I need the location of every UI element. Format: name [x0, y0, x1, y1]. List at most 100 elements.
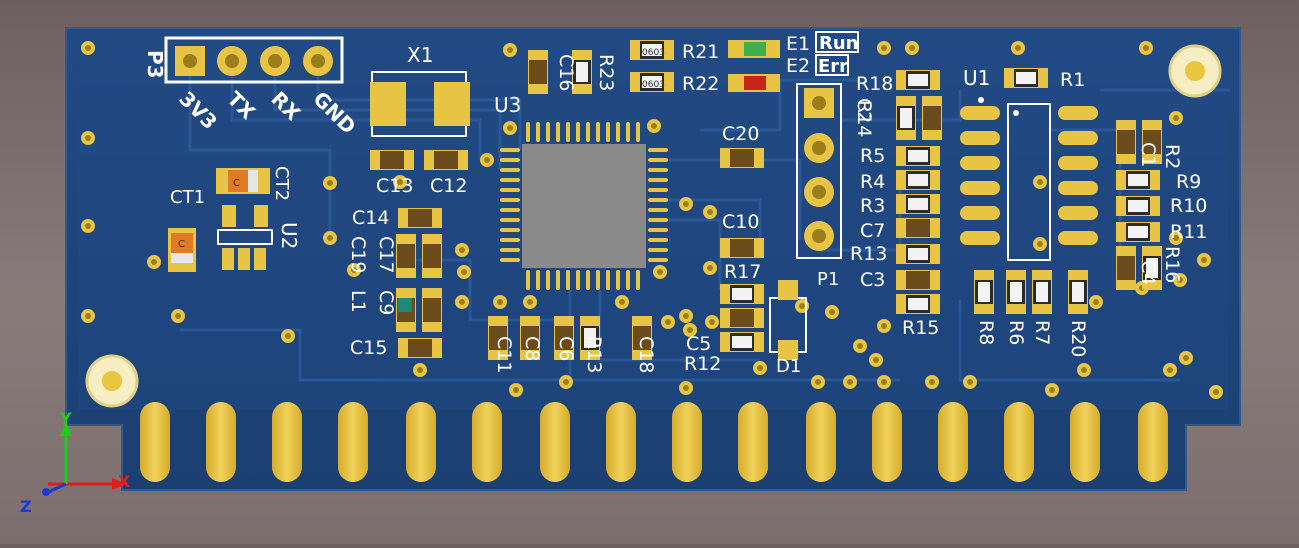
refdes-label: C1: [1137, 142, 1159, 167]
refdes-label: R2: [1161, 144, 1183, 169]
refdes-label: R3: [860, 195, 885, 217]
capacitor: [720, 148, 764, 168]
capacitor: [422, 288, 442, 332]
edge-finger: [606, 402, 636, 482]
edge-finger: [1004, 402, 1034, 482]
capacitor: [1116, 120, 1136, 164]
capacitor: [370, 150, 414, 170]
capacitor: [488, 316, 508, 360]
refdes-label: R12: [684, 353, 721, 375]
header-p1: [796, 83, 842, 259]
package-mark: C: [233, 178, 240, 189]
package-mark: 0603: [642, 80, 665, 90]
resistor: [1032, 270, 1052, 314]
edge-finger: [206, 402, 236, 482]
refdes-label: R9: [1176, 171, 1201, 193]
crystal-x1: [370, 71, 470, 137]
resistor: [896, 194, 940, 214]
edge-finger: [1138, 402, 1168, 482]
edge-finger: [738, 402, 768, 482]
run-box: [815, 31, 859, 53]
capacitor: [396, 234, 416, 278]
capacitor: [520, 316, 540, 360]
refdes-label: R6: [1005, 320, 1027, 345]
u2-label: U2: [277, 222, 301, 249]
led-e2: [728, 74, 780, 92]
edge-finger: [406, 402, 436, 482]
refdes-label: R13: [850, 243, 887, 265]
inductor-l1: [398, 298, 412, 312]
axis-x-label: X: [118, 472, 131, 491]
resistor: [572, 50, 592, 94]
status-run: Run: [819, 33, 859, 54]
refdes-label: C2: [853, 98, 875, 123]
resistor: [896, 170, 940, 190]
edge-finger: [540, 402, 570, 482]
edge-finger: [938, 402, 968, 482]
refdes-label: R5: [860, 145, 885, 167]
resistor: [1068, 270, 1088, 314]
capacitor: [1142, 120, 1162, 164]
refdes-label: C6: [555, 336, 577, 361]
connector-p3: [164, 36, 344, 84]
refdes-label: C11: [493, 336, 515, 373]
refdes-label: C7: [860, 220, 885, 242]
capacitor: [424, 150, 468, 170]
package-mark: 0603: [642, 48, 665, 58]
resistor: [720, 284, 764, 304]
capacitor: [422, 234, 442, 278]
capacitor: [398, 338, 442, 358]
resistor: [1004, 68, 1048, 88]
capacitor: [398, 208, 442, 228]
p1-label: P1: [817, 269, 839, 290]
ic-u2: [217, 205, 273, 270]
axis-z-label: Z: [20, 497, 32, 516]
refdes-label: R11: [1170, 221, 1207, 243]
cap-ct1: [168, 228, 196, 272]
refdes-label: C3: [860, 269, 885, 291]
capacitor: [720, 308, 764, 328]
edge-finger: [140, 402, 170, 482]
refdes-label: C15: [350, 337, 387, 359]
resistor: [974, 270, 994, 314]
edge-finger: [872, 402, 902, 482]
refdes-label: R17: [724, 261, 761, 283]
capacitor: [632, 316, 652, 360]
passive-components: [370, 40, 1162, 360]
x1-label: X1: [407, 43, 433, 67]
edge-finger: [338, 402, 368, 482]
diode-d1: [769, 280, 807, 360]
edge-finger: [1070, 402, 1100, 482]
axis-y-label: Y: [59, 409, 72, 428]
refdes-label: C17: [375, 236, 397, 273]
refdes-label: R8: [975, 320, 997, 345]
p3-label: P3: [143, 50, 167, 79]
capacitor: [896, 218, 940, 238]
refdes-label: C18: [635, 336, 657, 373]
refdes-label: C19: [347, 236, 369, 273]
refdes-label: L1: [347, 290, 369, 313]
edge-finger: [472, 402, 502, 482]
d1-label: D1: [776, 356, 801, 377]
refdes-label: R14: [853, 100, 875, 137]
refdes-label: C10: [722, 211, 759, 233]
refdes-label: R22: [682, 73, 719, 95]
edge-connector: [140, 402, 1168, 482]
vias: [81, 41, 1223, 399]
refdes-label: C14: [352, 207, 389, 229]
edge-finger: [672, 402, 702, 482]
status-err: Err: [818, 56, 848, 77]
led-e1: [728, 40, 780, 58]
refdes-label: R4: [860, 171, 885, 193]
resistor: [580, 316, 600, 360]
refdes-label: E2: [786, 55, 810, 77]
refdes-label: C12: [430, 175, 467, 197]
edge-finger: [806, 402, 836, 482]
ic-u1: [960, 97, 1098, 261]
refdes-label: R18: [856, 73, 893, 95]
resistor: [1116, 170, 1160, 190]
ct2-label: CT2: [271, 166, 292, 201]
refdes-label: R1: [1060, 69, 1085, 91]
